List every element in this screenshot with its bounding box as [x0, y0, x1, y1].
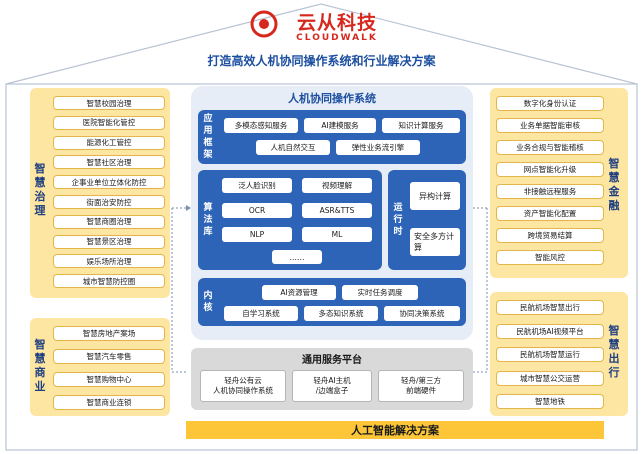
panel-item: 城市智慧公交运营: [496, 370, 604, 386]
runtime-item-secure-mpc: 安全多方计算: [410, 228, 460, 256]
core-os-title: 人机协同操作系统: [288, 92, 376, 105]
panel-item: 医院智能化管控: [53, 115, 165, 130]
panel-item: 能源化工管控: [53, 135, 165, 150]
kernel-item-polymorphic-knowledge: 多态知识系统: [304, 306, 378, 321]
app-item-natural-interaction: 人机自然交互: [256, 140, 330, 155]
algo-item-ml: ML: [302, 227, 372, 242]
platform-item-public-cloud: 轻舟公有云 人机协同操作系统: [200, 370, 286, 402]
kernel-item-collaborative-decision: 协同决策系统: [384, 306, 460, 321]
runtime-item-heterogeneous-computing: 异构计算: [410, 182, 460, 210]
panel-item: 城市智慧防控圈: [53, 274, 165, 289]
panel-item: 网点智能化升级: [496, 162, 604, 177]
app-item-elastic-workflow: 弹性业务流引擎: [336, 140, 420, 155]
brand-name-cn: 云从科技: [296, 11, 377, 34]
kernel-item-ai-resource-management: AI资源管理: [262, 285, 336, 300]
panel-item: 智能风控: [496, 250, 604, 265]
panel-label-smart-finance: 智慧金融: [608, 157, 620, 212]
panel-item: 智慧商业连锁: [53, 395, 165, 410]
panel-item: 资产智能化配置: [496, 206, 604, 221]
kernel-item-self-learning: 自学习系统: [224, 306, 298, 321]
panel-item: 街面治安防控: [53, 195, 165, 209]
panel-item: 智慧汽车零售: [53, 349, 165, 364]
panel-label-smart-mobility: 智慧出行: [608, 324, 620, 379]
panel-item: 民航机场智慧运行: [496, 347, 604, 362]
panel-item: 业务单据智能审核: [496, 118, 604, 133]
algo-item-asr-tts: ASR&TTS: [302, 203, 372, 218]
panel-item: 非接触远程服务: [496, 184, 604, 199]
panel-item: 民航机场智慧出行: [496, 300, 604, 315]
panel-item: 跨境贸易结算: [496, 228, 604, 243]
panel-label-smart-commerce: 智慧商业: [34, 338, 46, 393]
cloudwalk-logo-icon: [250, 10, 278, 38]
panel-item: 业务合规与智能稽核: [496, 140, 604, 155]
panel-item: 智慧房地产案场: [53, 326, 165, 341]
panel-item: 智慧景区治理: [53, 234, 165, 249]
algo-item-face-recognition: 泛人脸识别: [222, 178, 292, 193]
panel-label-smart-governance: 智慧治理: [34, 162, 46, 217]
panel-item: 智慧社区治理: [53, 155, 165, 170]
algo-item-video-understanding: 视频理解: [302, 178, 372, 193]
algo-item-nlp: NLP: [222, 227, 292, 242]
app-framework-label: 应用框架: [203, 114, 213, 160]
app-item-multimodal-perception: 多模态感知服务: [224, 118, 298, 133]
panel-item: 智慧地铁: [496, 394, 604, 409]
panel-item: 智慧购物中心: [53, 372, 165, 387]
panel-item: 娱乐场所治理: [53, 254, 165, 269]
algorithm-library-label: 算法库: [203, 203, 213, 237]
app-item-ai-modeling: AI建模服务: [304, 118, 376, 133]
brand-name-en: CLOUDWALK: [296, 32, 378, 43]
kernel-item-realtime-scheduling: 实时任务调度: [342, 285, 418, 300]
panel-item: 智慧商圈治理: [53, 214, 165, 229]
ai-solutions-bar: 人工智能解决方案: [186, 421, 604, 439]
kernel-label: 内核: [203, 291, 213, 313]
app-item-knowledge-computing: 知识计算服务: [382, 118, 460, 133]
algo-item-more: ……: [272, 250, 322, 264]
panel-item: 数字化身份认证: [496, 96, 604, 111]
panel-item: 企事业单位立体化防控: [53, 175, 165, 190]
platform-item-ai-host: 轻舟AI主机 /边端盒子: [292, 370, 372, 402]
platform-item-frontend-hardware: 轻舟/第三方 前端硬件: [378, 370, 464, 402]
service-platform-title: 通用服务平台: [302, 354, 362, 366]
panel-item: 智慧校园治理: [53, 96, 165, 110]
panel-item: 民航机场AI视频平台: [496, 323, 604, 339]
algo-item-ocr: OCR: [222, 203, 292, 218]
page-headline: 打造高效人机协同操作系统和行业解决方案: [207, 53, 436, 68]
runtime-label: 运行时: [393, 203, 403, 237]
